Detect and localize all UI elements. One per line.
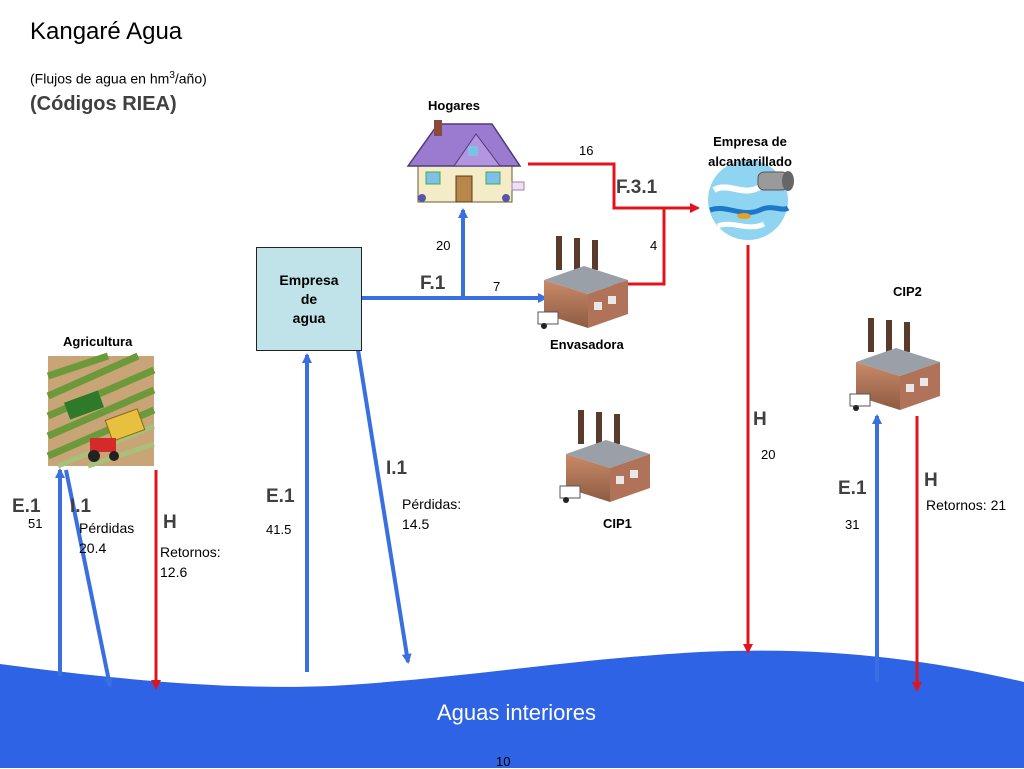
agr-retornos-label: Retornos: — [160, 544, 221, 560]
flow-agr-e1: 51 — [28, 516, 43, 531]
units-prefix: (Flujos de agua en hm — [30, 70, 170, 87]
page-title: Kangaré Agua — [30, 18, 183, 45]
factory-icon — [537, 236, 628, 329]
code-agua-i1: I.1 — [386, 458, 408, 479]
note-agua-perdidas: Pérdidas: 14.5 — [402, 494, 461, 534]
codes-note: (Códigos RIEA) — [30, 93, 177, 115]
alcantarillado-line1: Empresa de — [713, 134, 787, 149]
agua-perdidas-label: Pérdidas: — [402, 496, 462, 512]
note-agr-retornos: Retornos: 12.6 — [160, 542, 221, 582]
empresa-agua-line2: de — [300, 290, 318, 307]
flow-hogares-alcantarillado: 16 — [579, 143, 594, 158]
empresa-agua-line3: agua — [292, 309, 326, 326]
flow-alcantarillado-h: 20 — [761, 447, 776, 462]
house-icon — [406, 120, 525, 203]
page-number: 10 — [496, 754, 511, 769]
code-agr-h: H — [163, 512, 177, 533]
flow-agua-e1: 41.5 — [266, 522, 292, 537]
agr-perdidas-label: Pérdidas — [79, 520, 135, 536]
node-label-envasadora: Envasadora — [550, 337, 624, 352]
node-label-cip2: CIP2 — [893, 284, 922, 299]
farm-harvest-icon — [46, 352, 156, 469]
agr-retornos-value: 12.6 — [160, 564, 188, 580]
agua-perdidas-value: 14.5 — [402, 516, 430, 532]
agr-perdidas-value: 20.4 — [79, 540, 107, 556]
arrow-agua-i1 — [356, 349, 412, 664]
river-body — [0, 650, 1024, 768]
code-cip2-h: H — [924, 470, 938, 491]
factory-icon — [559, 410, 650, 503]
units-suffix: /año) — [174, 70, 207, 87]
node-empresa-agua: Empresa de agua — [256, 247, 362, 351]
units-superscript: 3 — [169, 70, 175, 81]
code-agr-e1: E.1 — [12, 496, 41, 517]
code-alcantarillado-h: H — [753, 409, 767, 430]
code-agr-i1: I.1 — [70, 496, 92, 517]
code-agua-e1: E.1 — [266, 486, 295, 507]
code-f1: F.1 — [420, 273, 446, 294]
sewage-pipe-icon — [708, 160, 794, 240]
units-subtitle: (Flujos de agua en hm3/año) — [30, 70, 207, 87]
node-label-hogares: Hogares — [428, 98, 481, 113]
node-label-cip1: CIP1 — [603, 516, 632, 531]
flow-agua-hogares: 20 — [436, 238, 451, 253]
factory-icon — [849, 318, 940, 411]
flow-agua-envasadora: 7 — [493, 279, 501, 294]
river-label: Aguas interiores — [437, 700, 596, 725]
node-label-alcantarillado: Empresa de alcantarillado — [690, 132, 810, 172]
arrow-hogares-to-alcantarillado — [528, 162, 700, 213]
code-cip2-e1: E.1 — [838, 478, 867, 499]
empresa-agua-line1: Empresa — [279, 271, 339, 288]
node-label-agricultura: Agricultura — [63, 334, 133, 349]
alcantarillado-line2: alcantarillado — [708, 154, 792, 169]
note-cip2-retornos: Retornos: 21 — [926, 497, 1007, 513]
flow-envasadora-alcantarillado: 4 — [650, 238, 658, 253]
arrow-agr-i1 — [64, 469, 114, 688]
code-f31: F.3.1 — [616, 177, 658, 198]
flow-cip2-e1: 31 — [845, 517, 860, 532]
note-agr-perdidas: Pérdidas 20.4 — [79, 518, 134, 558]
